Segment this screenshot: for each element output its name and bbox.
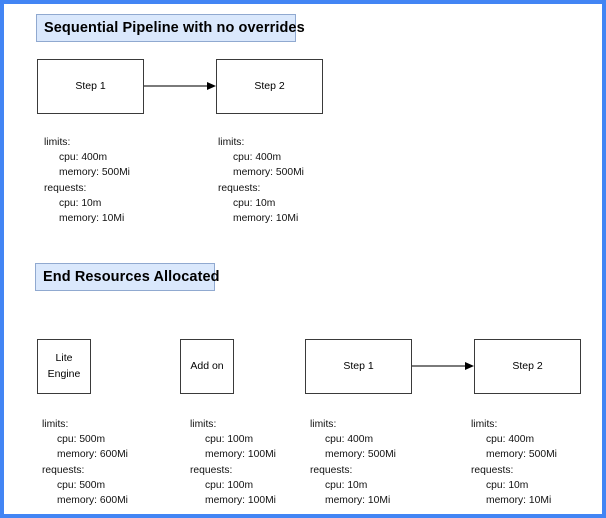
limits-memory: memory: 500Mi	[59, 167, 130, 179]
limits-label: limits:	[44, 137, 71, 148]
requests-label: requests:	[190, 464, 233, 476]
section-title-sequential-pipeline: Sequential Pipeline with no overrides	[36, 14, 305, 42]
node-box-step-1-bottom[interactable]: Step 1	[305, 339, 412, 394]
resources-step-1-bottom: limits: cpu: 400m memory: 500Mi requests…	[310, 417, 396, 508]
resources-step-1-top: limits: cpu: 400m memory: 500Mi requests…	[44, 135, 130, 226]
requests-cpu: cpu: 500m	[57, 479, 106, 491]
requests-cpu: cpu: 100m	[205, 479, 254, 491]
node-box-step-2-bottom[interactable]: Step 2	[474, 339, 581, 394]
limits-memory: memory: 100Mi	[205, 449, 276, 461]
requests-cpu: cpu: 10m	[325, 479, 368, 491]
limits-cpu: cpu: 500m	[57, 434, 106, 446]
requests-cpu: cpu: 10m	[59, 197, 102, 209]
section-title-end-resources-allocated: End Resources Allocated	[35, 263, 220, 291]
node-label-line1: Step 1	[343, 359, 374, 372]
limits-label: limits:	[310, 419, 337, 430]
requests-cpu: cpu: 10m	[486, 479, 529, 491]
resources-step-2-bottom: limits: cpu: 400m memory: 500Mi requests…	[471, 417, 557, 508]
limits-memory: memory: 500Mi	[325, 449, 396, 461]
requests-memory: memory: 600Mi	[57, 495, 128, 507]
requests-label: requests:	[218, 182, 261, 194]
node-label-line1: Lite	[55, 352, 73, 365]
limits-cpu: cpu: 400m	[325, 434, 374, 446]
limits-label: limits:	[218, 137, 245, 148]
requests-label: requests:	[310, 464, 353, 476]
resources-step-2-top: limits: cpu: 400m memory: 500Mi requests…	[218, 135, 304, 226]
requests-memory: memory: 10Mi	[486, 495, 552, 507]
requests-memory: memory: 10Mi	[233, 213, 299, 225]
requests-label: requests:	[42, 464, 85, 476]
arrow-step-1-to-step-2-bottom	[412, 361, 474, 371]
node-box-lite-engine[interactable]: Lite Engine	[37, 339, 91, 394]
node-box-step-2-top[interactable]: Step 2	[216, 59, 323, 114]
arrow-step-1-to-step-2-top	[144, 81, 216, 91]
node-label-line2: Engine	[47, 367, 81, 380]
limits-memory: memory: 500Mi	[233, 167, 304, 179]
resources-add-on: limits: cpu: 100m memory: 100Mi requests…	[190, 417, 276, 508]
node-label-line1: Add on	[190, 359, 224, 372]
limits-label: limits:	[471, 419, 498, 430]
requests-label: requests:	[471, 464, 514, 476]
limits-memory: memory: 600Mi	[57, 449, 128, 461]
node-label-line1: Step 2	[512, 359, 543, 372]
limits-label: limits:	[42, 419, 69, 430]
requests-memory: memory: 10Mi	[59, 213, 125, 225]
limits-memory: memory: 500Mi	[486, 449, 557, 461]
requests-memory: memory: 100Mi	[205, 495, 276, 507]
requests-memory: memory: 10Mi	[325, 495, 391, 507]
node-label-line1: Step 2	[254, 79, 285, 92]
node-box-add-on[interactable]: Add on	[180, 339, 234, 394]
limits-cpu: cpu: 400m	[486, 434, 535, 446]
node-box-step-1-top[interactable]: Step 1	[37, 59, 144, 114]
node-label-line1: Step 1	[75, 79, 106, 92]
requests-label: requests:	[44, 182, 87, 194]
resources-lite-engine: limits: cpu: 500m memory: 600Mi requests…	[42, 417, 128, 508]
requests-cpu: cpu: 10m	[233, 197, 276, 209]
limits-label: limits:	[190, 419, 217, 430]
limits-cpu: cpu: 100m	[205, 434, 254, 446]
limits-cpu: cpu: 400m	[233, 152, 282, 164]
limits-cpu: cpu: 400m	[59, 152, 108, 164]
